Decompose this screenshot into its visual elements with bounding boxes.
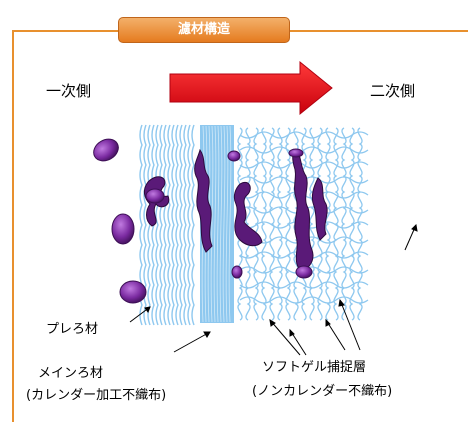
particle — [145, 188, 165, 204]
fiber — [187, 124, 191, 326]
captured-gel — [143, 148, 328, 271]
fiber — [175, 124, 179, 326]
fiber — [171, 124, 175, 326]
fiber — [191, 124, 195, 326]
fiber — [183, 124, 187, 326]
primary-side-label: 一次側 — [46, 82, 92, 100]
fiber — [357, 127, 363, 321]
fiber — [210, 125, 214, 323]
fiber — [285, 127, 291, 321]
fiber — [163, 124, 167, 326]
fiber — [349, 127, 355, 321]
particle — [295, 265, 313, 279]
fiber — [219, 125, 223, 323]
fiber — [333, 127, 339, 321]
leader-lines — [129, 223, 418, 356]
fiber — [159, 124, 163, 326]
fiber — [277, 127, 283, 321]
flow-arrow-icon — [169, 60, 333, 116]
fiber — [155, 124, 159, 326]
fiber — [239, 161, 369, 169]
particle — [119, 280, 147, 304]
soft-gel-label: ソフトゲル捕捉層 — [262, 360, 367, 375]
particle — [111, 213, 135, 245]
soft-gel-note: (ノンカレンダー不織布) — [252, 384, 393, 399]
main-filter-note: (カレンダー加工不織布) — [26, 388, 167, 403]
particle — [227, 150, 241, 162]
particle — [288, 148, 304, 158]
fiber — [239, 131, 369, 139]
fiber — [309, 127, 315, 321]
fiber — [213, 125, 217, 323]
fiber — [325, 127, 331, 321]
fiber — [167, 124, 171, 326]
fiber — [239, 296, 369, 304]
particle — [93, 138, 119, 162]
fiber — [269, 127, 275, 321]
pre-filter-layer — [139, 124, 195, 326]
fiber — [179, 124, 183, 326]
main-filter-label: メインろ材 — [38, 366, 104, 381]
fiber — [147, 124, 151, 326]
fiber — [261, 127, 267, 321]
fiber — [228, 125, 232, 323]
frame-left-line — [12, 30, 14, 422]
fiber — [253, 127, 259, 321]
particle — [231, 265, 243, 279]
fiber — [225, 125, 229, 323]
fiber — [341, 127, 347, 321]
pre-filter-label: プレろ材 — [46, 322, 99, 337]
fiber — [216, 125, 220, 323]
fiber — [222, 125, 226, 323]
fiber — [239, 146, 369, 154]
fiber — [239, 281, 369, 289]
diagram-title: 濾材構造 — [118, 17, 290, 43]
particles — [93, 138, 313, 304]
fiber — [245, 127, 251, 321]
secondary-side-label: 二次側 — [370, 82, 416, 100]
